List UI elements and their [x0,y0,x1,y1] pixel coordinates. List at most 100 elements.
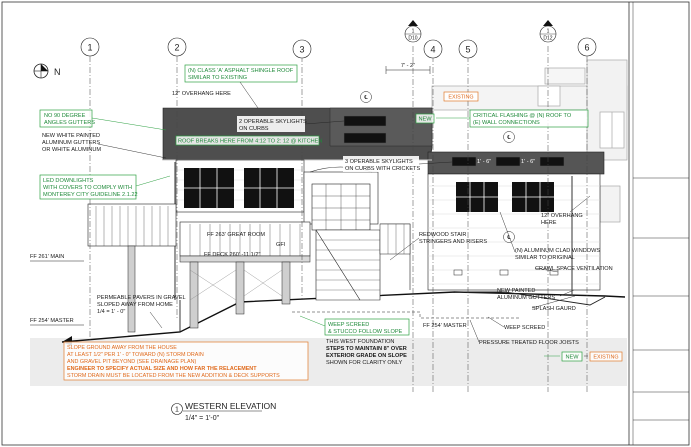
svg-text:ON CURBS: ON CURBS [239,126,269,132]
centerline-icon: ℄ [360,91,372,103]
svg-text:NO 90 DEGREE: NO 90 DEGREE [44,113,86,119]
deck [87,203,311,333]
note-splash-gaurd: SPLASH GAURD [532,306,576,312]
note-overhang-right: 12" OVERHANG HERE [541,213,583,226]
svg-text:ALUMINUM GUTTERS: ALUMINUM GUTTERS [42,140,100,146]
svg-text:2: 2 [174,43,179,53]
note-angles-gutters: NO 90 DEGREE ANGLES GUTTERS [39,109,95,128]
svg-text:ALUMINUM GUTTERS: ALUMINUM GUTTERS [497,295,555,301]
svg-text:(E) WALL CONNECTIONS: (E) WALL CONNECTIONS [473,120,540,126]
svg-text:EXTERIOR GRADE ON SLOPE: EXTERIOR GRADE ON SLOPE [326,353,407,359]
svg-text:PERMEABLE PAVERS IN GRAVEL: PERMEABLE PAVERS IN GRAVEL [97,295,186,301]
note-weep-screed-stucco: WEEP SCREED & STUCCO FOLLOW SLOPE [324,318,410,336]
dimension-7-2: 7' - 2" [385,63,431,74]
leader-white-gutters [97,143,167,159]
svg-text:(N) CLASS 'A' ASPHALT SHINGLE: (N) CLASS 'A' ASPHALT SHINGLE ROOF [188,68,294,74]
grid-bubble-1: 1 [80,37,100,57]
leader-permeable-pavers [149,311,163,329]
svg-text:ENGINEER TO SPECIFY ACTUAL SIZ: ENGINEER TO SPECIFY ACTUAL SIZE AND HOW … [67,366,257,372]
note-painted-gutters: NEW PAINTED ALUMINUM GUTTERS [497,288,555,301]
dimension-1-6-a: 1' - 6" [477,159,491,165]
note-crawl-space: CRAWL SPACE VENTILATION [535,266,613,272]
leader-skylights-two [304,120,345,125]
foundation-dashed [292,311,520,319]
grid-bubble-5: 5 [458,39,478,59]
svg-text:D12: D12 [543,36,552,42]
svg-text:STRINGERS AND RISERS: STRINGERS AND RISERS [419,239,487,245]
svg-text:SIMILAR TO EXISTING: SIMILAR TO EXISTING [188,75,247,81]
note-gfi: GFI [276,242,286,248]
svg-text:4: 4 [430,45,435,55]
svg-text:℄: ℄ [506,135,511,141]
stair [315,223,411,301]
skylight [495,156,521,167]
note-aluminum-windows: (N) ALUMINUM CLAD WINDOWS SIMILAR TO ORI… [515,248,600,261]
leader-angles-gutters [91,117,167,131]
svg-text:℄: ℄ [363,95,368,101]
level-ff-254-left: FF 254' MASTER [30,318,84,326]
leader-shingle-roof [239,81,259,109]
svg-text:AND GRAVEL PIT BEYOND (SEE DRA: AND GRAVEL PIT BEYOND (SEE DRAINAGE PLAN… [67,359,197,365]
grid-bubble-4: 4 [423,39,443,59]
svg-text:SIMILAR TO ORIGINAL: SIMILAR TO ORIGINAL [515,255,575,261]
section-marker-d10: 1 D10 [404,20,422,43]
vent [549,269,559,276]
great-room-windows [184,168,294,208]
crawl-footing-line [455,291,606,306]
grid-bubble-3: 3 [292,39,312,59]
note-white-gutters: NEW WHITE PAINTED ALUMINUM GUTTERS OR WH… [42,133,101,153]
svg-text:WEEP SCREED: WEEP SCREED [328,322,369,328]
svg-text:NEW: NEW [565,355,579,361]
leader-aluminum-windows [499,211,516,253]
note-floor-joists: PRESSURE TREATED FLOOR JOISTS [479,340,579,346]
note-skylights-two: 2 OPERABLE SKYLIGHTS ON CURBS [237,116,307,132]
note-permeable-pavers: PERMEABLE PAVERS IN GRAVEL SLOPED AWAY F… [97,295,186,315]
svg-text:LED DOWNLIGHTS: LED DOWNLIGHTS [43,178,94,184]
svg-text:D10: D10 [408,36,417,42]
svg-text:MONTEREY CITY GUIDELINE 2.1.22: MONTEREY CITY GUIDELINE 2.1.22 [43,192,138,198]
svg-text:SLOPE GROUND AWAY FROM THE HOU: SLOPE GROUND AWAY FROM THE HOUSE [67,345,177,351]
svg-text:SLOPED AWAY FROM HOME: SLOPED AWAY FROM HOME [97,302,173,308]
kitchen-windows [456,182,554,212]
centerline-icon: ℄ [503,131,515,143]
note-ff-254-mid: FF 254' MASTER [423,323,467,329]
skylight [343,115,387,127]
note-ff-great-room: FF 263' GREAT ROOM [207,232,265,238]
centerline-icon: ℄ [503,231,515,243]
tag-new-bottom: NEW [561,351,583,362]
svg-text:1/4 = 1' - 0": 1/4 = 1' - 0" [97,309,125,315]
drawing-title: 1 WESTERN ELEVATION 1/4" = 1'-0" [171,401,276,422]
drawing-scale: 1/4" = 1'-0" [185,415,220,422]
grid-bubble-2: 2 [167,37,187,57]
svg-text:1: 1 [175,407,179,414]
svg-text:WITH COVERS TO COMPLY WITH: WITH COVERS TO COMPLY WITH [43,185,132,191]
svg-text:EXISTING: EXISTING [593,355,618,361]
svg-text:3: 3 [299,45,304,55]
leader-weep-screed-stucco [299,315,326,327]
svg-text:1: 1 [547,29,550,35]
dimension-1-6-b: 1' - 6" [521,159,535,165]
note-slope-ground: SLOPE GROUND AWAY FROM THE HOUSE AT LEAS… [63,341,309,381]
svg-text:OR WHITE ALUMINUM: OR WHITE ALUMINUM [42,147,101,153]
note-skylights-three: 3 OPERABLE SKYLIGHTS ON CURBS WITH CRICK… [343,156,420,172]
svg-text:ANGLES GUTTERS: ANGLES GUTTERS [44,120,95,126]
leader-led-downlights [135,175,171,187]
svg-text:NEW WHITE PAINTED: NEW WHITE PAINTED [42,133,100,139]
skylight [451,156,477,167]
svg-text:THIS WEST FOUNDATION: THIS WEST FOUNDATION [326,339,394,345]
drawing-title-text: WESTERN ELEVATION [185,401,276,411]
note-shingle-roof: (N) CLASS 'A' ASPHALT SHINGLE ROOF SIMIL… [184,64,298,83]
svg-text:(N) ALUMINUM CLAD WINDOWS: (N) ALUMINUM CLAD WINDOWS [515,248,600,254]
svg-text:SHOWN FOR CLARITY ONLY: SHOWN FOR CLARITY ONLY [326,360,403,366]
svg-text:STORM DRAIN MUST BE LOCATED FR: STORM DRAIN MUST BE LOCATED FROM THE NEW… [67,373,280,379]
svg-text:2 OPERABLE SKYLIGHTS: 2 OPERABLE SKYLIGHTS [239,119,307,125]
svg-text:7' - 2": 7' - 2" [401,63,415,69]
svg-text:6: 6 [584,43,589,53]
note-overhang-left: 12" OVERHANG HERE [172,91,231,97]
leader-weep-screed [487,316,505,328]
svg-text:AT LEAST 1/2" PER 1' - 0" TOWA: AT LEAST 1/2" PER 1' - 0" TOWARD (N) STO… [67,352,204,358]
svg-text:FF 261' MAIN: FF 261' MAIN [30,254,64,260]
svg-text:12" OVERHANG: 12" OVERHANG [541,213,583,219]
